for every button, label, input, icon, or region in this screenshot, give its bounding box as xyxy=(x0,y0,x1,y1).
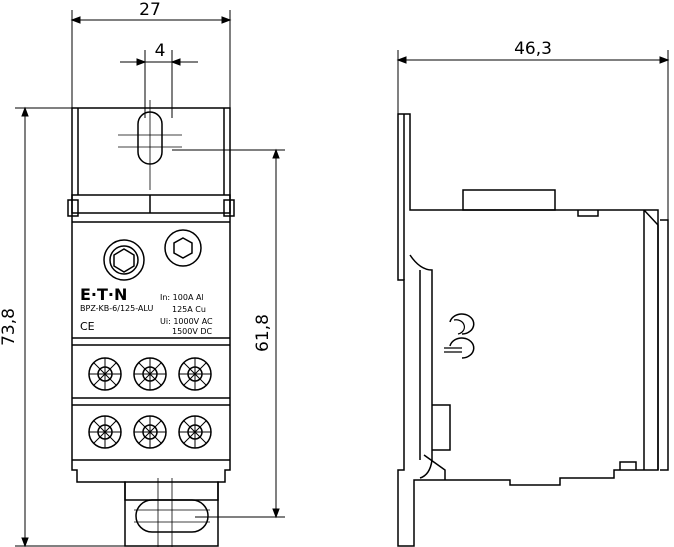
front-view xyxy=(67,100,235,547)
top-mounting-slot xyxy=(137,111,163,165)
model-number: BPZ-KB-6/125-ALU xyxy=(80,304,153,313)
rating-line: 1500V DC xyxy=(172,327,213,336)
terminal-rosette xyxy=(133,415,167,449)
terminal-rosette xyxy=(178,415,212,449)
terminal-rosette xyxy=(133,357,167,391)
terminal-rosette xyxy=(178,357,212,391)
dimension-lines-side xyxy=(396,50,670,220)
width-label: 27 xyxy=(139,0,161,20)
terminal-rosette xyxy=(88,415,122,449)
ce-mark: CE xyxy=(80,320,95,333)
body-height-label: 61,8 xyxy=(253,314,273,352)
secondary-screw xyxy=(164,229,202,267)
rating-line: 125A Cu xyxy=(172,305,206,314)
rating-line: In: 100A Al xyxy=(160,293,204,302)
side-view xyxy=(397,113,669,547)
terminal-rosette xyxy=(88,357,122,391)
total-height-label: 73,8 xyxy=(0,308,19,346)
depth-label: 46,3 xyxy=(514,39,552,59)
dimension-lines-front xyxy=(15,10,285,547)
bottom-mounting-slot xyxy=(135,499,209,533)
main-screw xyxy=(103,239,145,281)
hole-width-label: 4 xyxy=(155,41,166,61)
brand-logo: E·T·N xyxy=(80,285,127,304)
rating-line: Ui: 1000V AC xyxy=(160,317,213,326)
